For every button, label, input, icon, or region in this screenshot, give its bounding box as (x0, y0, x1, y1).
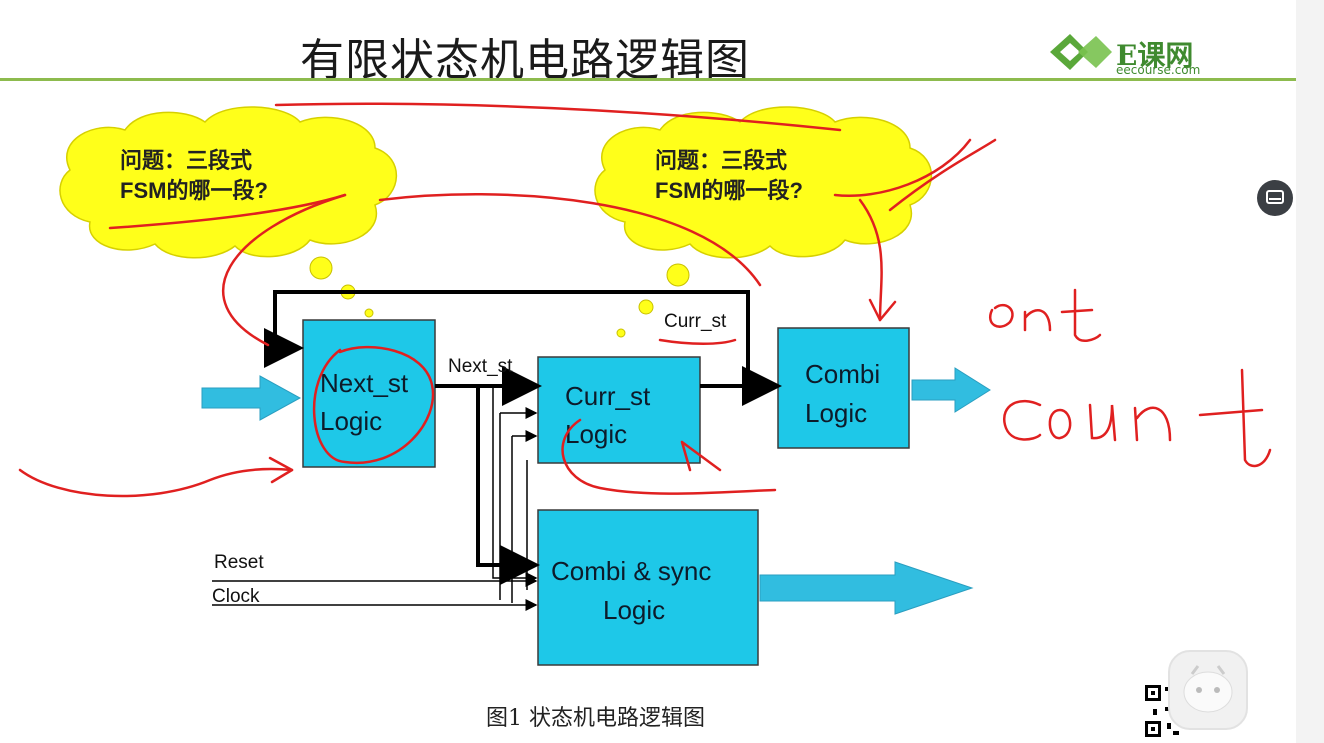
logo-text: E课网 (1116, 39, 1194, 72)
combi-logic-block: Combi Logic (777, 327, 910, 449)
title-rule (0, 78, 1296, 81)
signal-next-st: Next_st (448, 356, 513, 377)
combi-line2: Logic (805, 398, 867, 428)
bubble-dot (666, 263, 690, 287)
bubble-dot (364, 308, 374, 318)
bubble-dot (638, 299, 654, 315)
combi-sync-line2: Logic (603, 595, 665, 625)
mascot-icon (1168, 650, 1248, 730)
eecourse-logo-icon (1050, 34, 1112, 70)
logo-subtitle: eecourse.com (1116, 63, 1201, 77)
callout-cloud-right: 问题：三段式 FSM的哪一段? (594, 106, 933, 259)
figure-caption: 图1 状态机电路逻辑图 (486, 706, 705, 731)
combi-output-arrow (911, 367, 991, 413)
input-arrow (201, 375, 302, 421)
callout-cloud-left: 问题：三段式 FSM的哪一段? (59, 106, 398, 259)
handwritten-annotations (18, 102, 1272, 498)
next-st-line1: Next_st (320, 368, 409, 398)
callout-right-line2: FSM的哪一段? (655, 178, 803, 203)
bubble-dot (616, 328, 626, 338)
slide-title: 有限状态机电路逻辑图 (300, 35, 750, 86)
right-strip (1296, 0, 1324, 743)
next-st-logic-block: Next_st Logic (302, 319, 436, 468)
screen-icon[interactable] (1257, 180, 1293, 216)
curr-st-line1: Curr_st (565, 381, 651, 411)
signal-curr-st: Curr_st (664, 311, 727, 332)
combi-sync-line1: Combi & sync (551, 556, 711, 586)
callout-left-line2: FSM的哪一段? (120, 178, 268, 203)
bubble-dot (309, 256, 333, 280)
signal-reset: Reset (214, 552, 264, 573)
callout-right-line1: 问题：三段式 (655, 148, 787, 173)
signal-clock: Clock (212, 586, 260, 607)
callout-left-line1: 问题：三段式 (120, 148, 252, 173)
combi-line1: Combi (805, 359, 880, 389)
combi-sync-logic-block: Combi & sync Logic (537, 509, 759, 666)
next-st-line2: Logic (320, 406, 382, 436)
wires (212, 290, 782, 611)
sync-output-arrow (759, 561, 974, 615)
fsm-diagram: 问题：三段式 FSM的哪一段? 问题：三段式 FSM的哪一段? Next_st … (18, 102, 1272, 666)
